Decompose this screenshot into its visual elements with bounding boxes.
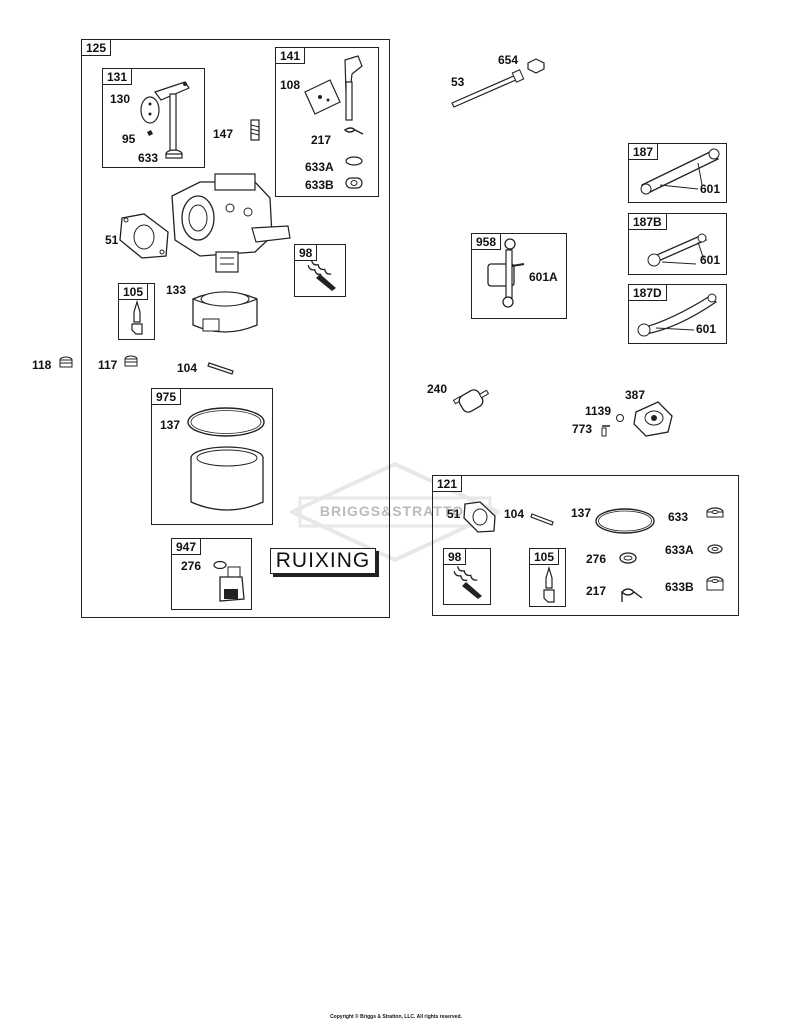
- label-1139[interactable]: 1139: [585, 404, 612, 418]
- label-108[interactable]: 108: [280, 78, 301, 92]
- label-137-kit[interactable]: 137: [571, 506, 592, 520]
- label-633B[interactable]: 633B: [305, 178, 334, 192]
- seal-276-kit-icon: [619, 552, 637, 564]
- washer-633a-kit-icon: [707, 544, 723, 554]
- label-104[interactable]: 104: [177, 361, 198, 375]
- label-217-kit[interactable]: 217: [586, 584, 607, 598]
- plug-117-icon: [124, 355, 138, 367]
- choke-shaft-icon: [304, 55, 364, 189]
- washer-633b-kit-icon: [706, 576, 724, 591]
- label-137[interactable]: 137: [160, 418, 181, 432]
- label-773[interactable]: 773: [572, 422, 593, 436]
- mixture-screw-kit-icon: [453, 566, 482, 599]
- shutoff-valve-icon: [487, 238, 525, 308]
- washer-633-kit-icon: [706, 507, 724, 518]
- label-217[interactable]: 217: [311, 133, 332, 147]
- fuel-line-187-icon: [640, 148, 720, 195]
- label-118[interactable]: 118: [32, 358, 52, 372]
- label-133[interactable]: 133: [166, 283, 187, 297]
- label-95[interactable]: 95: [122, 132, 136, 146]
- label-130[interactable]: 130: [110, 92, 131, 106]
- group-98-box: 98: [294, 244, 346, 297]
- group-187d-box: 187D: [628, 284, 727, 344]
- group-975-box: 975: [151, 388, 273, 525]
- carburetor-body-icon: [171, 173, 291, 273]
- group-125-box: 125: [81, 39, 390, 618]
- group-958-tag[interactable]: 958: [471, 233, 502, 250]
- group-121-98-tag[interactable]: 98: [443, 548, 467, 565]
- fuel-filter-icon: [452, 389, 490, 413]
- group-121-98-box: 98: [443, 548, 491, 605]
- group-947-tag[interactable]: 947: [171, 538, 202, 555]
- float-icon: [192, 291, 258, 333]
- label-104-kit[interactable]: 104: [504, 507, 525, 521]
- mixture-screw-icon: [307, 260, 336, 291]
- group-121-105-box: 105: [529, 548, 566, 607]
- fuel-line-187b-icon: [647, 233, 708, 267]
- label-601-187[interactable]: 601: [700, 182, 721, 196]
- o-ring-kit-icon: [595, 508, 655, 534]
- label-53[interactable]: 53: [451, 75, 465, 89]
- spring-217-kit-icon: [621, 588, 643, 602]
- group-958-box: 958: [471, 233, 567, 319]
- copyright-footer: Copyright © Briggs & Stratton, LLC. All …: [330, 1014, 462, 1020]
- label-601A[interactable]: 601A: [529, 270, 558, 284]
- label-601-187d[interactable]: 601: [696, 322, 717, 336]
- float-pin-icon: [207, 362, 234, 375]
- bowl-and-o-ring-icon: [187, 407, 265, 511]
- group-187-tag[interactable]: 187: [628, 143, 659, 160]
- watermark-text: BRIGGS&STRATTON: [319, 503, 476, 519]
- label-387[interactable]: 387: [625, 388, 646, 402]
- solenoid-icon: [213, 560, 245, 602]
- fuel-pump-icon: [601, 401, 673, 437]
- group-187b-box: 187B: [628, 213, 727, 275]
- group-121-105-tag[interactable]: 105: [529, 548, 560, 565]
- label-276[interactable]: 276: [181, 559, 202, 573]
- group-975-tag[interactable]: 975: [151, 388, 182, 405]
- group-98-tag[interactable]: 98: [294, 244, 318, 261]
- float-pin-kit-icon: [530, 513, 554, 526]
- group-121-tag[interactable]: 121: [432, 475, 463, 492]
- idle-screw-icon: [250, 119, 260, 141]
- label-654[interactable]: 654: [498, 53, 519, 67]
- group-187d-tag[interactable]: 187D: [628, 284, 667, 301]
- label-633B-kit[interactable]: 633B: [665, 580, 694, 594]
- label-51-kit[interactable]: 51: [447, 507, 461, 521]
- plug-118-icon: [59, 356, 73, 368]
- label-633A-kit[interactable]: 633A: [665, 543, 694, 557]
- label-117[interactable]: 117: [98, 358, 118, 372]
- group-141-box: 141: [275, 47, 379, 197]
- group-187b-tag[interactable]: 187B: [628, 213, 667, 230]
- inlet-needle-kit-icon: [543, 565, 555, 603]
- throttle-shaft-icon: [140, 81, 190, 159]
- group-141-tag[interactable]: 141: [275, 47, 306, 64]
- group-125-tag[interactable]: 125: [81, 39, 112, 56]
- fuel-line-187d-icon: [637, 293, 718, 337]
- label-633A[interactable]: 633A: [305, 160, 334, 174]
- fuel-pipe-icon: [451, 58, 545, 108]
- group-105-box: 105: [118, 283, 155, 340]
- ruixing-stamp: RUIXING: [270, 548, 376, 574]
- label-51[interactable]: 51: [105, 233, 119, 247]
- label-601-187b[interactable]: 601: [700, 253, 721, 267]
- group-105-tag[interactable]: 105: [118, 283, 149, 300]
- group-947-box: 947: [171, 538, 252, 610]
- label-147[interactable]: 147: [213, 127, 234, 141]
- group-121-box: 121: [432, 475, 739, 616]
- group-131-box: 131: [102, 68, 205, 168]
- label-633[interactable]: 633: [138, 151, 159, 165]
- label-276-kit[interactable]: 276: [586, 552, 607, 566]
- inlet-needle-icon: [131, 299, 143, 335]
- gasket-kit-icon: [463, 501, 496, 533]
- gasket-icon: [119, 213, 169, 259]
- label-633-kit[interactable]: 633: [668, 510, 689, 524]
- group-187-box: 187: [628, 143, 727, 203]
- group-131-tag[interactable]: 131: [102, 68, 133, 85]
- label-240[interactable]: 240: [427, 382, 448, 396]
